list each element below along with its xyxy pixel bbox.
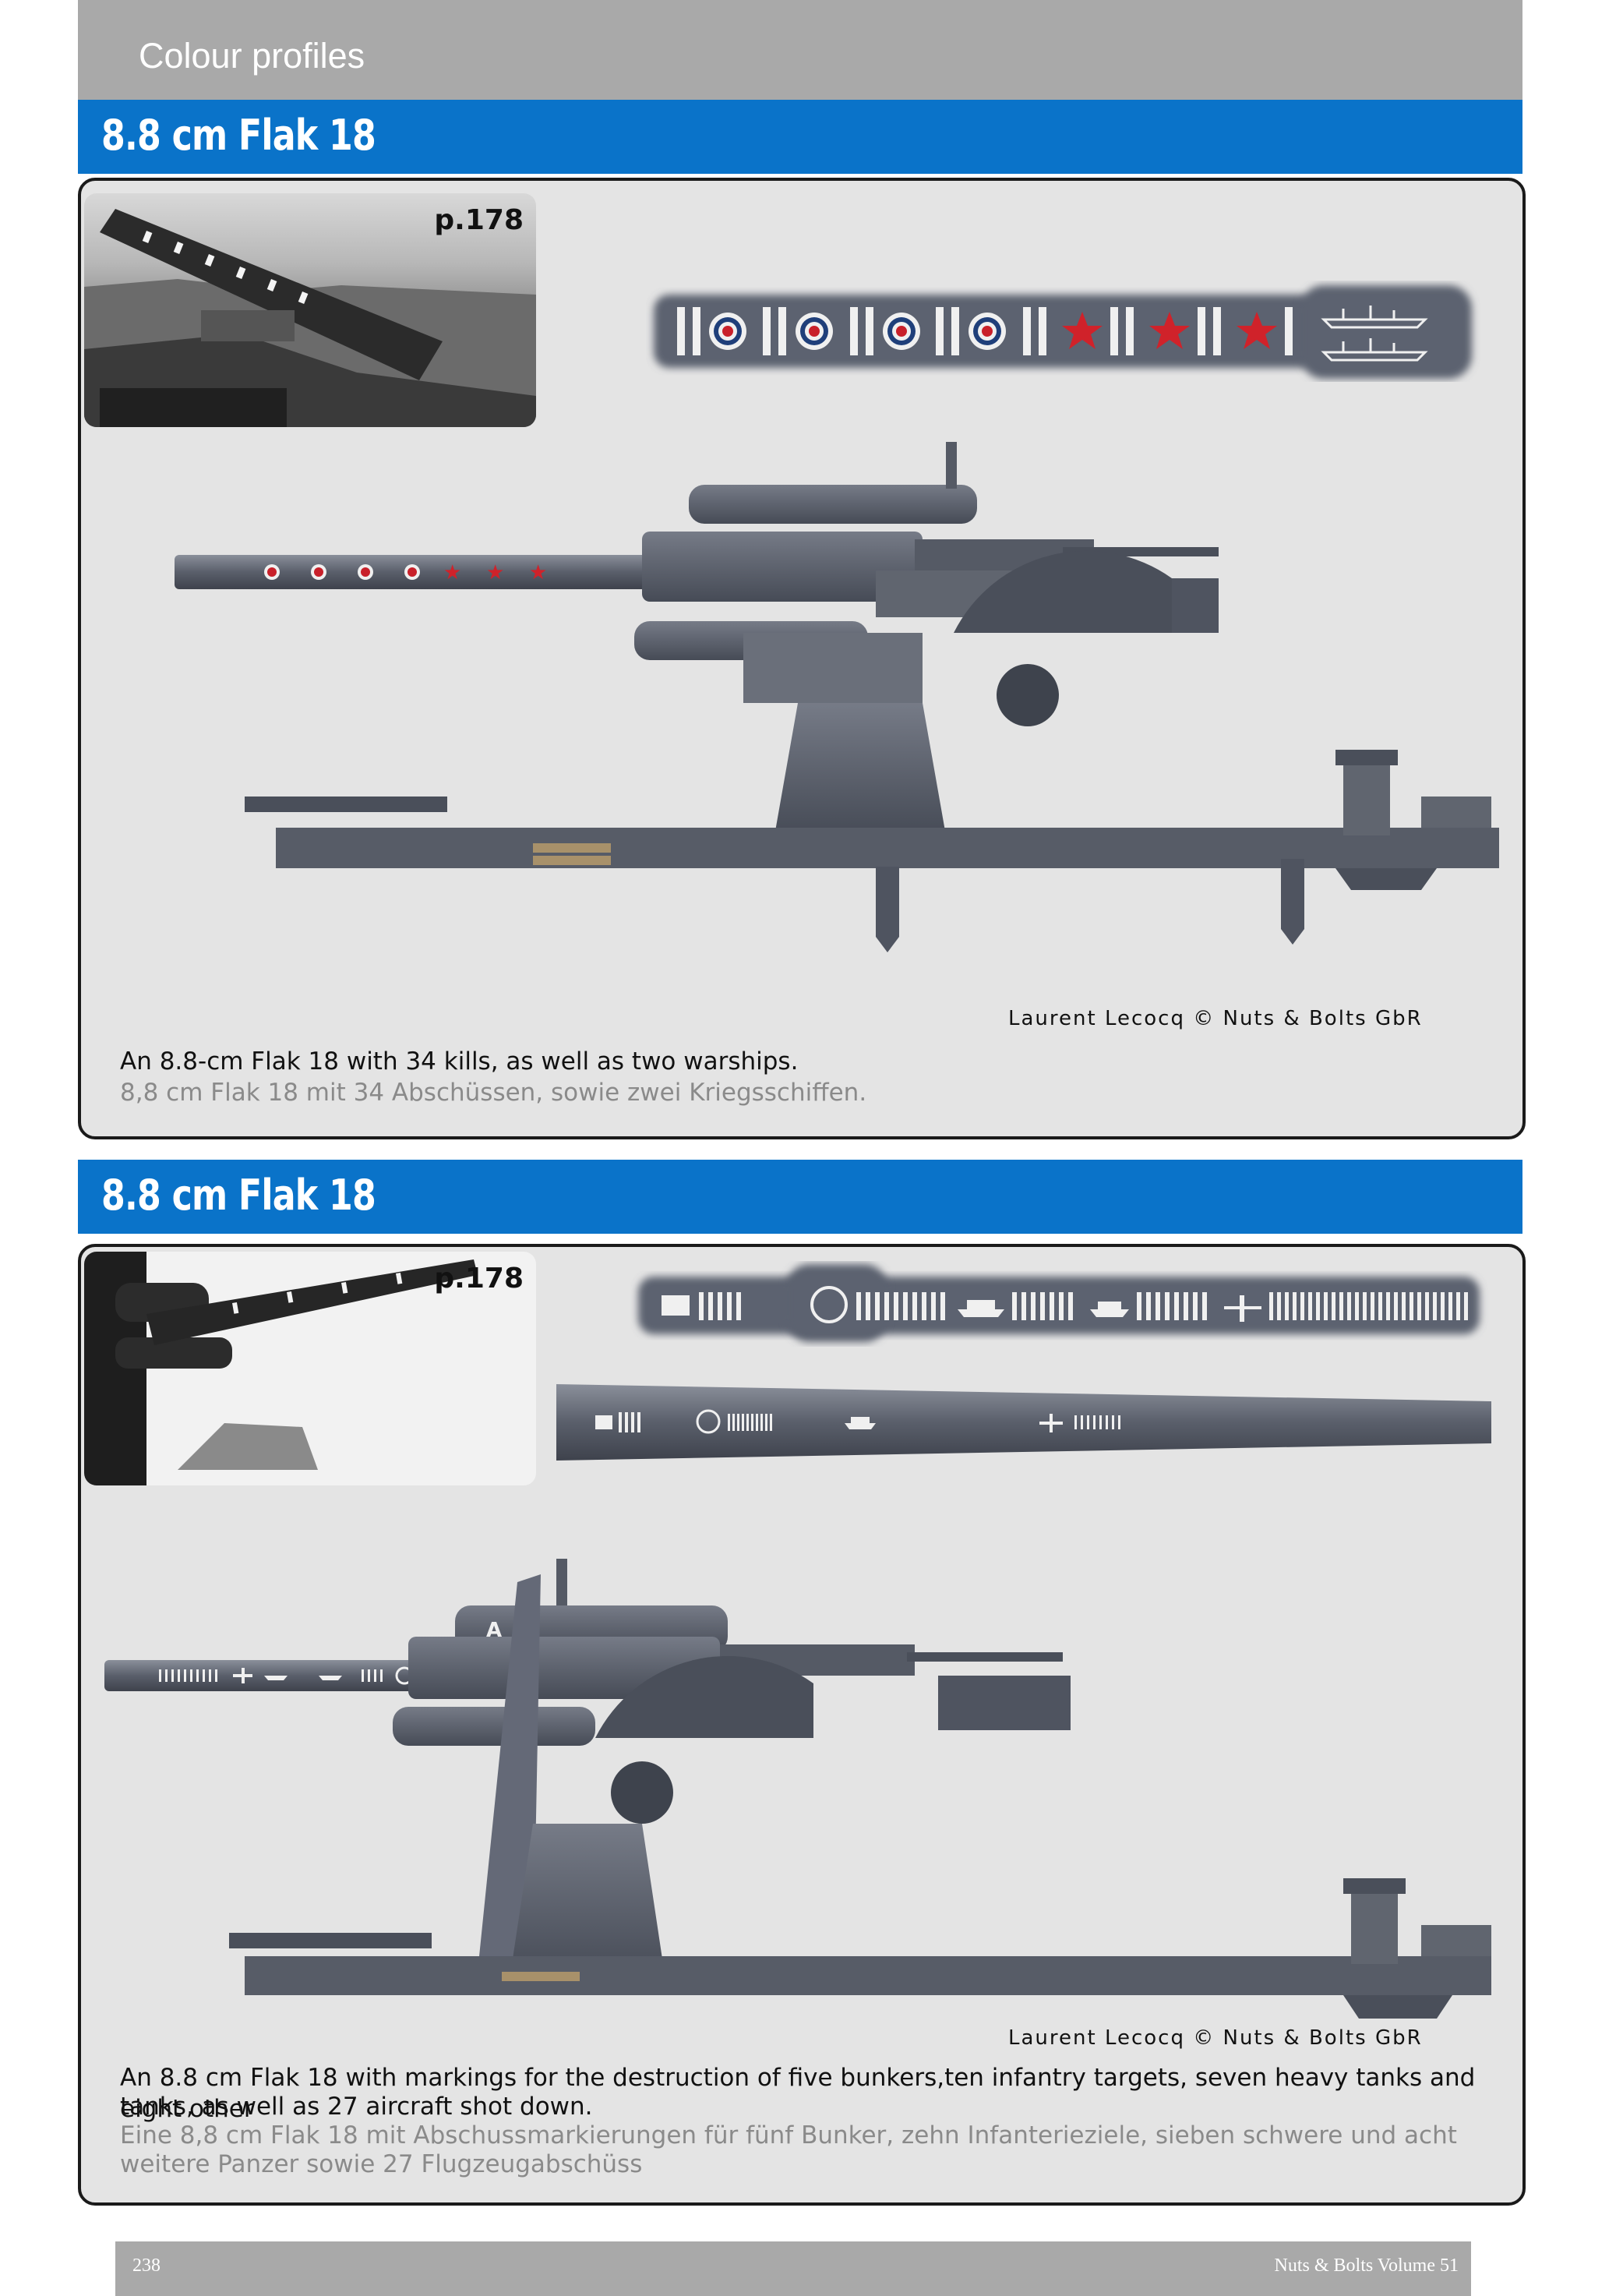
- kill-markings-detail-1: [654, 285, 1472, 379]
- caption-german-2a: Eine 8,8 cm Flak 18 mit Abschussmarkieru…: [120, 2121, 1457, 2149]
- section-title: Colour profiles: [139, 36, 365, 76]
- caption-english-2b: tanks, as well as 27 aircraft shot down.: [120, 2093, 593, 2121]
- tank-icon: [1090, 1302, 1129, 1317]
- infantry-badge-icon: [810, 1286, 848, 1323]
- image-credit-2: Laurent Lecocq © Nuts & Bolts GbR: [1008, 2026, 1423, 2050]
- aircraft-icon: [1224, 1295, 1261, 1322]
- caption-english-1: An 8.8-cm Flak 18 with 34 kills, as well…: [120, 1047, 799, 1076]
- svg-text:★: ★: [486, 561, 504, 585]
- svg-text:★: ★: [529, 561, 547, 585]
- page-number: 238: [132, 2255, 161, 2276]
- flak-18-profile-2: A: [104, 1559, 1491, 2019]
- barrel-detail-2: [556, 1384, 1491, 1461]
- heavy-tank-icon: [958, 1300, 1004, 1317]
- volume-label: Nuts & Bolts Volume 51: [1274, 2255, 1459, 2276]
- raf-roundel-icon: [709, 313, 1006, 350]
- photo-page-ref-1: p.178: [434, 204, 524, 236]
- reference-photo-2: p.178: [84, 1252, 536, 1485]
- flak-18-profile-1: ★ ★ ★: [175, 442, 1499, 952]
- profile-panel-1: p.178: [78, 178, 1526, 1139]
- profile-panel-2: p.178: [78, 1244, 1526, 2206]
- section-1-title: 8.8 cm Flak 18: [101, 111, 376, 160]
- photo-page-ref-2: p.178: [434, 1263, 524, 1295]
- caption-german-2b: weitere Panzer sowie 27 Flugzeugabschüss: [120, 2150, 643, 2178]
- bunker-icon: [662, 1295, 690, 1316]
- caption-german-1: 8,8 cm Flak 18 mit 34 Abschüssen, sowie …: [120, 1079, 867, 1107]
- page-footer: 238 Nuts & Bolts Volume 51: [115, 2241, 1471, 2296]
- carriage-base: [245, 1956, 1491, 1995]
- caption-english-2a: An 8.8 cm Flak 18 with markings for the …: [120, 2064, 1476, 2123]
- warship-icon: [1321, 306, 1428, 362]
- photo-1-image: [84, 209, 536, 427]
- section-2-title: 8.8 cm Flak 18: [101, 1171, 376, 1220]
- red-star-icon: [1062, 312, 1277, 349]
- kill-markings-detail-2: [638, 1264, 1480, 1342]
- gun-barrel: [175, 555, 743, 589]
- reference-photo-1: p.178: [84, 193, 536, 427]
- svg-text:A: A: [486, 1619, 502, 1642]
- image-credit-1: Laurent Lecocq © Nuts & Bolts GbR: [1008, 1007, 1423, 1030]
- section-1-title-bar: 8.8 cm Flak 18: [78, 100, 1522, 174]
- photo-2-image: [84, 1252, 478, 1485]
- header-bar: Colour profiles: [78, 0, 1522, 100]
- section-2-title-bar: 8.8 cm Flak 18: [78, 1160, 1522, 1234]
- barrel-kill-rings: ★ ★ ★: [264, 561, 547, 585]
- svg-text:★: ★: [443, 561, 461, 585]
- carriage-base: [276, 828, 1499, 868]
